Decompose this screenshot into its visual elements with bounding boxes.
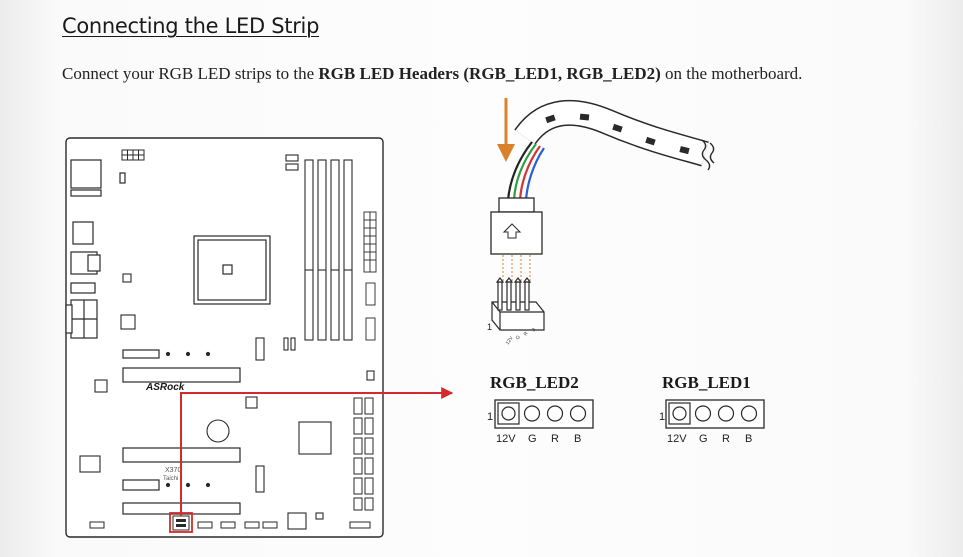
alignment-guide-lines bbox=[502, 255, 531, 282]
bottom-headers bbox=[89, 521, 371, 529]
intro-text-bold: RGB LED Headers (RGB_LED1, RGB_LED2) bbox=[318, 64, 661, 83]
section-title: Connecting the LED Strip bbox=[62, 14, 320, 38]
header-rgb-led2-pin-r: R bbox=[551, 433, 559, 445]
board-rgb-led2-header bbox=[172, 515, 190, 531]
intro-text-after: on the motherboard. bbox=[660, 64, 803, 83]
intro-paragraph: Connect your RGB LED strips to the RGB L… bbox=[62, 59, 822, 88]
cable-pin-labels: 12V G R B bbox=[505, 326, 538, 346]
header-rgb-led1: RGB_LED1 1 12V G R B bbox=[659, 373, 765, 445]
board-logo-text: ASRock bbox=[145, 382, 185, 393]
led-cable-connector bbox=[490, 197, 543, 255]
header-rgb-led2-pin1: 1 bbox=[487, 411, 493, 423]
intro-text-before: Connect your RGB LED strips to the bbox=[62, 64, 319, 83]
led-cable-wires bbox=[506, 141, 545, 201]
down-arrow-icon bbox=[497, 98, 515, 162]
cpu-socket bbox=[193, 235, 271, 305]
atx-power-connector bbox=[363, 211, 377, 341]
pin-header-3d bbox=[491, 277, 545, 331]
cable-pin-label-12v: 12V bbox=[505, 335, 515, 346]
board-model-line2: Taichi bbox=[163, 476, 178, 482]
led-strip bbox=[514, 99, 715, 171]
cpu-power-connector bbox=[121, 149, 145, 161]
sata-ports bbox=[353, 397, 374, 511]
header-rgb-led1-title: RGB_LED1 bbox=[662, 373, 751, 392]
cable-pin1-marker: 1 bbox=[487, 322, 492, 332]
callout-line bbox=[169, 387, 454, 533]
ram-slots bbox=[285, 154, 353, 341]
header-rgb-led2: RGB_LED2 1 12V G R B bbox=[487, 373, 594, 445]
header-rgb-led1-pin-12v: 12V bbox=[667, 433, 687, 445]
header-rgb-led1-pin-b: B bbox=[745, 433, 752, 445]
cable-pin-label-r: R bbox=[523, 330, 530, 337]
header-rgb-led2-pin-g: G bbox=[528, 433, 537, 445]
header-rgb-led2-pin-b: B bbox=[574, 433, 581, 445]
cable-pin-label-g: G bbox=[515, 334, 522, 341]
rear-io-ports bbox=[65, 159, 126, 339]
header-rgb-led2-title: RGB_LED2 bbox=[490, 373, 579, 392]
board-logo: ASRock X370 Taichi bbox=[145, 382, 185, 482]
board-misc-components bbox=[79, 273, 375, 530]
header-rgb-led1-pin-g: G bbox=[699, 433, 708, 445]
header-rgb-led1-pin1: 1 bbox=[659, 411, 665, 423]
header-rgb-led1-pin-r: R bbox=[722, 433, 730, 445]
header-rgb-led2-pin-12v: 12V bbox=[496, 433, 516, 445]
board-model-line1: X370 bbox=[165, 467, 181, 474]
cable-pin-label-b: B bbox=[531, 326, 538, 333]
